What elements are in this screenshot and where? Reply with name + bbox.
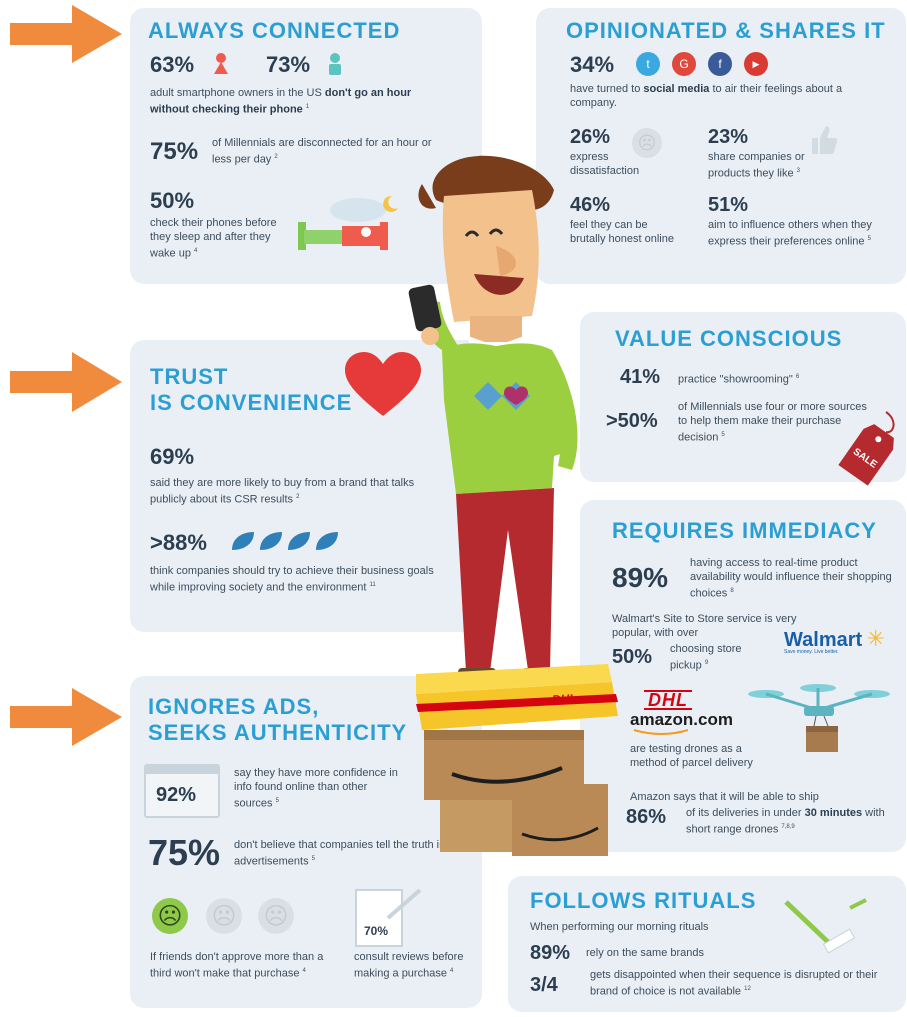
advertisements-text: don't believe that companies tell the tr… <box>234 839 446 868</box>
male-icon <box>329 53 341 75</box>
twitter-icon: t <box>636 52 660 76</box>
youtube-icon: ▶ <box>744 52 768 76</box>
rituals-intro: When performing our morning rituals <box>530 921 709 933</box>
toothbrush-icon <box>784 898 867 954</box>
sources-text: of Millennials use four or more sources … <box>678 401 867 444</box>
neutral-face-icon-1: ☹ <box>206 898 242 934</box>
stat-92: 92% <box>156 784 197 806</box>
dissatisfaction-text: express dissatisfaction <box>570 151 640 177</box>
millennial-character <box>408 155 578 680</box>
social-media-text: have turned to social media to air their… <box>570 83 843 109</box>
brutally-honest-text: feel they can be brutally honest online <box>570 219 674 245</box>
stat-50-sources: >50% <box>606 410 658 432</box>
stat-41: 41% <box>620 366 661 388</box>
walmart-spark-icon: ✳ <box>866 626 886 651</box>
drone-icon <box>748 684 890 752</box>
always-connected-title: ALWAYS CONNECTED <box>148 18 401 43</box>
package-stack <box>416 664 618 856</box>
stat-51: 51% <box>708 194 749 216</box>
stat-75-ads: 75% <box>148 832 221 873</box>
showrooming-text: practice "showrooming" 6 <box>678 373 800 386</box>
stat-46: 46% <box>570 194 611 216</box>
stat-89-availability: 89% <box>612 562 669 593</box>
society-text: think companies should try to achieve th… <box>150 565 434 594</box>
stat-89-brands: 89% <box>530 942 571 964</box>
thumbs-up-icon <box>812 126 838 154</box>
facebook-icon: f <box>708 52 732 76</box>
review-clipboard-icon <box>355 888 422 947</box>
arrow-3 <box>10 688 122 746</box>
stat-73: 73% <box>266 52 311 77</box>
stat-63: 63% <box>150 52 195 77</box>
stat-50-sleep: 50% <box>150 188 195 213</box>
immediacy-panel <box>580 500 906 852</box>
amazon-ship-text: Amazon says that it will be able to ship <box>630 791 819 803</box>
stat-88: >88% <box>150 530 207 555</box>
availability-text: having access to real-time product avail… <box>690 557 892 600</box>
sad-face-icon: ☹ <box>632 128 662 158</box>
sleep-text: check their phones before they sleep and… <box>150 217 277 260</box>
stat-50-pickup: 50% <box>612 646 653 668</box>
walmart-text: Walmart's Site to Store service is very … <box>612 613 797 639</box>
female-icon <box>214 53 228 74</box>
stat-86: 86% <box>626 806 667 828</box>
stat-75-disconnected: 75% <box>150 138 199 165</box>
unhappy-face-icon: ☹ <box>152 898 188 934</box>
friends-text: If friends don't approve more than a thi… <box>150 951 324 980</box>
dhl-logo: DHL <box>644 690 692 710</box>
trust-title-line2: IS CONVENIENCE <box>150 390 353 415</box>
leaf-icons <box>232 532 338 550</box>
stat-26: 26% <box>570 126 611 148</box>
browser-icon <box>144 764 220 818</box>
arrow-1 <box>10 5 122 63</box>
brands-text: rely on the same brands <box>586 947 705 959</box>
drone-text: are testing drones as a method of parcel… <box>630 743 753 769</box>
csr-text: said they are more likely to buy from a … <box>150 477 415 506</box>
stat-3-4: 3/4 <box>530 974 558 996</box>
sale-tag-icon: SALE <box>838 411 895 486</box>
stat-34: 34% <box>570 52 615 77</box>
immediacy-title: REQUIRES IMMEDIACY <box>612 518 877 543</box>
disappointed-text: gets disappointed when their sequence is… <box>590 969 878 998</box>
google-icon: G <box>672 52 696 76</box>
rituals-title: FOLLOWS RITUALS <box>530 888 757 913</box>
heart-icon <box>345 352 421 416</box>
disconnected-text: of Millennials are disconnected for an h… <box>212 137 432 166</box>
drones-text: of its deliveries in under 30 minutes wi… <box>686 807 885 836</box>
ads-title-line1: IGNORES ADS, <box>148 694 320 719</box>
confidence-text: say they have more confidence in info fo… <box>234 767 398 810</box>
trust-title-line1: TRUST <box>150 364 229 389</box>
amazon-logo: amazon.com <box>630 710 733 729</box>
bed-icon <box>298 195 398 250</box>
share-products-text: share companies or products they like 3 <box>708 151 805 180</box>
dhl-box-label: DHL <box>551 691 578 707</box>
trust-panel <box>130 340 482 632</box>
smartphone-owners-text: adult smartphone owners in the US don't … <box>150 87 412 116</box>
stat-69: 69% <box>150 444 195 469</box>
stat-23: 23% <box>708 126 749 148</box>
influence-text: aim to influence others when they expres… <box>708 219 872 248</box>
amazon-smile-icon <box>633 729 689 735</box>
reviews-text: consult reviews before making a purchase… <box>354 951 464 980</box>
ads-panel <box>130 676 482 1008</box>
walmart-logo: Walmart ✳ Save money. Live better. <box>784 626 886 655</box>
pickup-text: choosing store pickup 9 <box>670 643 742 672</box>
opinionated-title: OPINIONATED & SHARES IT <box>566 18 886 43</box>
arrow-2 <box>10 352 122 412</box>
stat-70: 70% <box>364 924 389 938</box>
ads-title-line2: SEEKS AUTHENTICITY <box>148 720 408 745</box>
value-title: VALUE CONSCIOUS <box>615 326 843 351</box>
neutral-face-icon-2: ☹ <box>258 898 294 934</box>
